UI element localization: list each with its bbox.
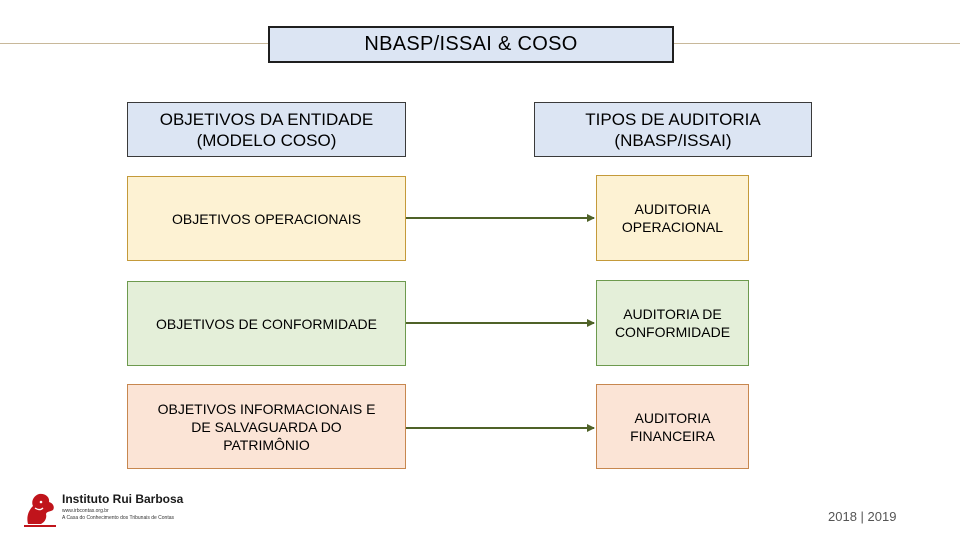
objective-informational-line3: PATRIMÔNIO xyxy=(223,436,310,453)
audit-box-financial: AUDITORIA FINANCEIRA xyxy=(596,384,749,469)
header-entity-objectives-line1: OBJETIVOS DA ENTIDADE xyxy=(159,109,374,129)
institute-logo: Instituto Rui Barbosa www.irbcontas.org.… xyxy=(20,488,200,528)
decorative-rule-left xyxy=(0,43,268,44)
logo-name: Instituto Rui Barbosa xyxy=(62,492,184,506)
audit-box-compliance: AUDITORIA DE CONFORMIDADE xyxy=(596,280,749,366)
objective-operational-line1: OBJETIVOS OPERACIONAIS xyxy=(171,210,362,227)
header-audit-types-line2: (NBASP/ISSAI) xyxy=(614,130,732,150)
header-audit-types: TIPOS DE AUDITORIA (NBASP/ISSAI) xyxy=(534,102,812,157)
header-audit-types-line1: TIPOS DE AUDITORIA xyxy=(585,109,761,129)
logo-url: www.irbcontas.org.br xyxy=(62,508,109,514)
page-title: NBASP/ISSAI & COSO xyxy=(268,26,674,63)
header-entity-objectives-line2: (MODELO COSO) xyxy=(196,130,337,150)
audit-operational-line2: OPERACIONAL xyxy=(621,219,724,235)
objective-compliance-line1: OBJETIVOS DE CONFORMIDADE xyxy=(156,315,377,332)
objective-informational-line1: OBJETIVOS INFORMACIONAIS E xyxy=(157,400,376,417)
logo-tagline: A Casa do Conhecimento dos Tribunais de … xyxy=(62,515,175,521)
audit-financial-line2: FINANCEIRA xyxy=(630,427,715,444)
audit-box-operational: AUDITORIA OPERACIONAL xyxy=(596,175,749,261)
audit-financial-line1: AUDITORIA xyxy=(634,409,711,426)
year-label: 2018 | 2019 xyxy=(828,509,897,524)
objective-box-informational: OBJETIVOS INFORMACIONAIS E DE SALVAGUARD… xyxy=(127,384,406,469)
decorative-rule-right xyxy=(674,43,960,44)
page-title-text: NBASP/ISSAI & COSO xyxy=(364,33,578,55)
header-entity-objectives: OBJETIVOS DA ENTIDADE (MODELO COSO) xyxy=(127,102,406,157)
objective-box-operational: OBJETIVOS OPERACIONAIS xyxy=(127,176,406,261)
objective-informational-line2: DE SALVAGUARDA DO xyxy=(191,418,342,435)
objective-box-compliance: OBJETIVOS DE CONFORMIDADE xyxy=(127,281,406,366)
audit-compliance-line1: AUDITORIA DE xyxy=(623,306,722,322)
audit-operational-line1: AUDITORIA xyxy=(634,201,711,217)
institute-portrait-icon xyxy=(24,493,56,527)
audit-compliance-line2: CONFORMIDADE xyxy=(614,324,731,340)
